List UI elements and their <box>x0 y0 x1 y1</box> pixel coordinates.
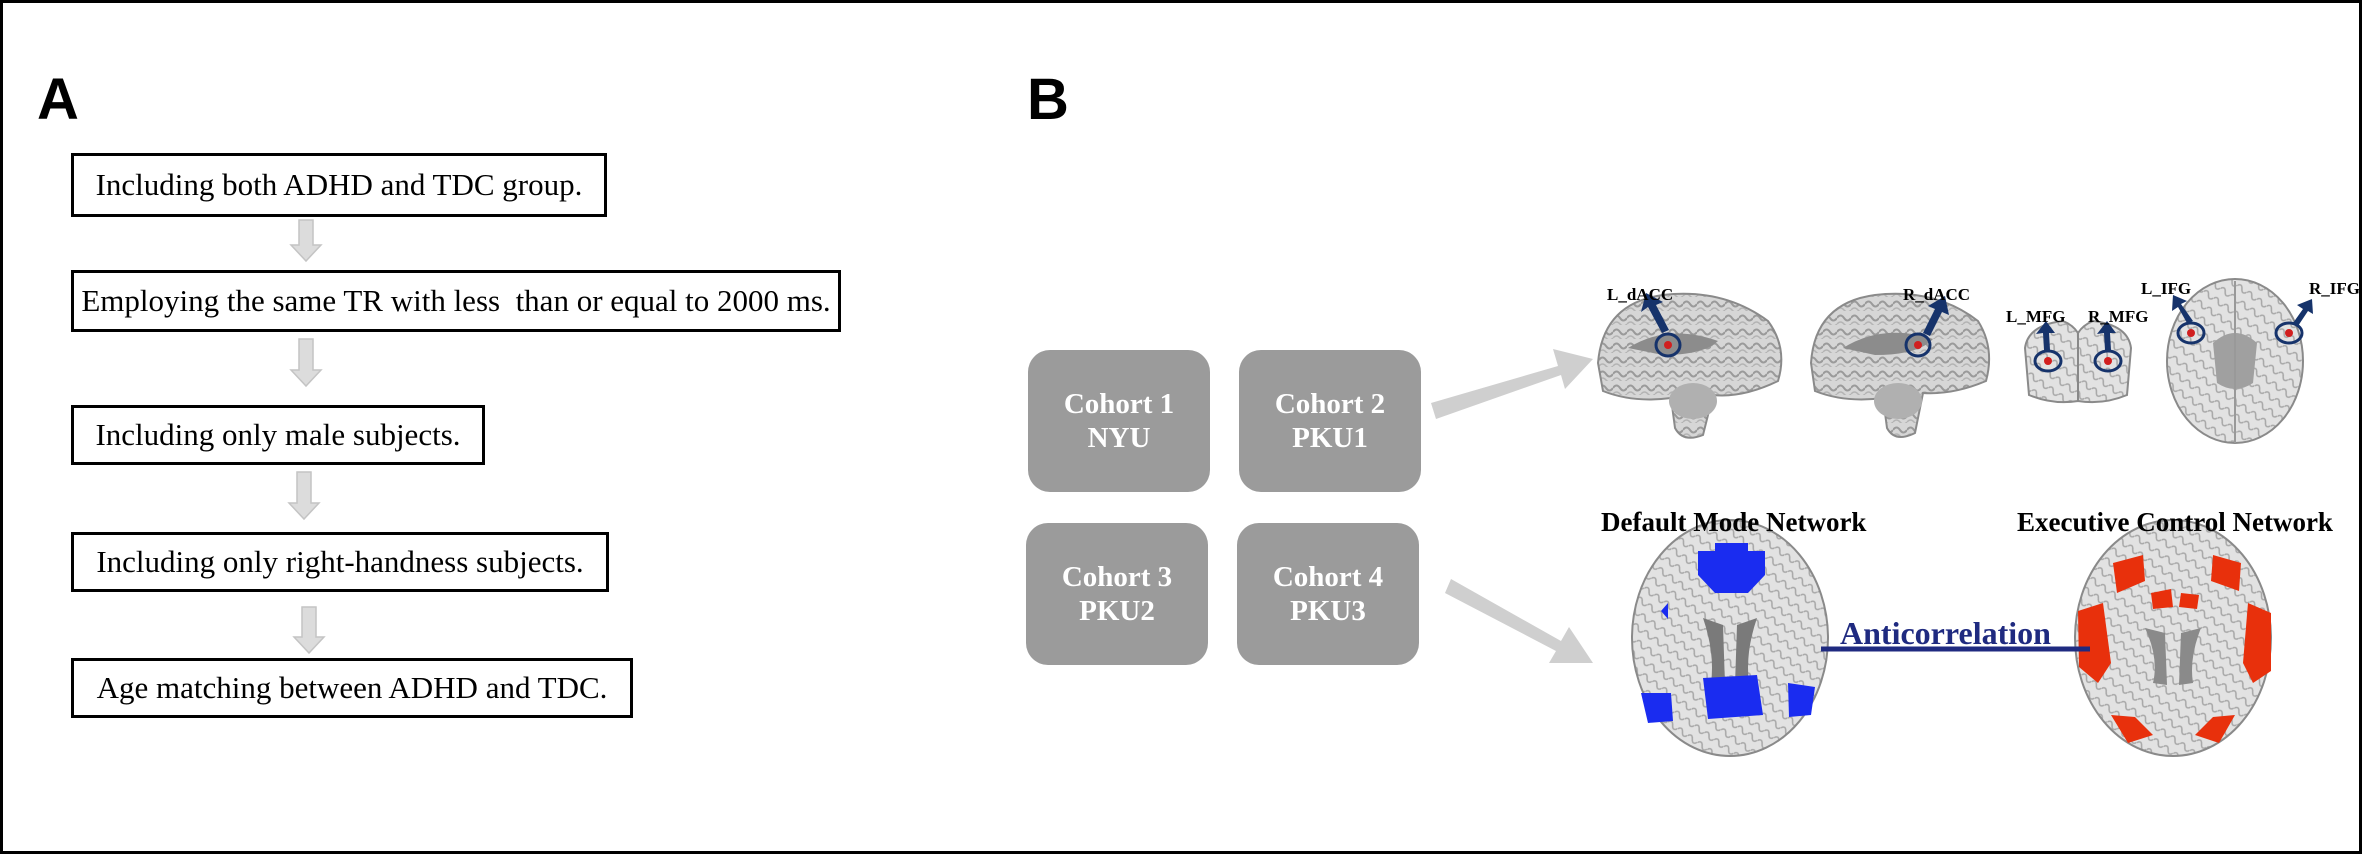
flow-step-3: Including only male subjects. <box>71 405 485 465</box>
flow-step-1: Including both ADHD and TDC group. <box>71 153 607 217</box>
brain-ecn-axial-image <box>2074 519 2272 757</box>
cohort-2-name: Cohort 2 <box>1274 388 1386 420</box>
anticorrelation-label: Anticorrelation <box>1840 615 2051 651</box>
cohort-to-roi-arrow <box>1431 349 1593 419</box>
cohort-1-site: NYU <box>1087 422 1151 454</box>
roi-marker-l-mfg <box>2033 321 2063 373</box>
brain-sagittal-right-image <box>1809 292 1991 438</box>
cohort-1-name: Cohort 1 <box>1063 388 1175 420</box>
flow-step-2: Employing the same TR with less than or … <box>71 270 841 332</box>
ecn-label: Executive Control Network <box>2017 507 2333 537</box>
figure-graphics <box>287 219 2313 757</box>
roi-label-l-ifg: L_IFG <box>2141 279 2192 298</box>
dmn-label: Default Mode Network <box>1601 507 1867 537</box>
cohort-2-box: Cohort 2 PKU1 <box>1239 350 1421 492</box>
flow-step-4: Including only right-handness subjects. <box>71 532 609 592</box>
roi-marker-r-mfg <box>2093 321 2123 373</box>
brain-axial-roi-image <box>2166 278 2304 444</box>
flow-arrow-3 <box>287 471 321 521</box>
flow-arrow-1 <box>289 219 323 263</box>
roi-label-r-mfg: R_MFG <box>2088 307 2149 326</box>
roi-marker-l-dacc <box>1641 293 1682 358</box>
brain-sagittal-left-image <box>1596 292 1783 439</box>
roi-label-l-mfg: L_MFG <box>2006 307 2066 326</box>
cohort-to-network-arrow <box>1445 579 1593 663</box>
panel-a-label: A <box>37 67 79 132</box>
roi-marker-l-ifg <box>2172 295 2206 345</box>
cohort-1-box: Cohort 1 NYU <box>1028 350 1210 492</box>
roi-label-r-dacc: R_dACC <box>1903 285 1971 304</box>
roi-label-l-dacc: L_dACC <box>1607 285 1674 304</box>
roi-marker-r-dacc <box>1904 296 1949 358</box>
flow-arrow-2 <box>289 338 323 388</box>
roi-label-r-ifg: R_IFG <box>2309 279 2360 298</box>
brain-dmn-axial-image <box>1631 519 1829 757</box>
cohort-3-site: PKU2 <box>1079 595 1155 627</box>
cohort-4-box: Cohort 4 PKU3 <box>1237 523 1419 665</box>
roi-marker-r-ifg <box>2274 299 2313 345</box>
cohort-4-name: Cohort 4 <box>1272 561 1384 593</box>
flow-arrow-4 <box>292 606 326 655</box>
cohort-3-name: Cohort 3 <box>1061 561 1173 593</box>
cohort-3-box: Cohort 3 PKU2 <box>1026 523 1208 665</box>
cohort-4-site: PKU3 <box>1290 595 1366 627</box>
flow-step-5: Age matching between ADHD and TDC. <box>71 658 633 718</box>
cohort-2-site: PKU1 <box>1292 422 1368 454</box>
panel-b-label: B <box>1027 67 1069 132</box>
